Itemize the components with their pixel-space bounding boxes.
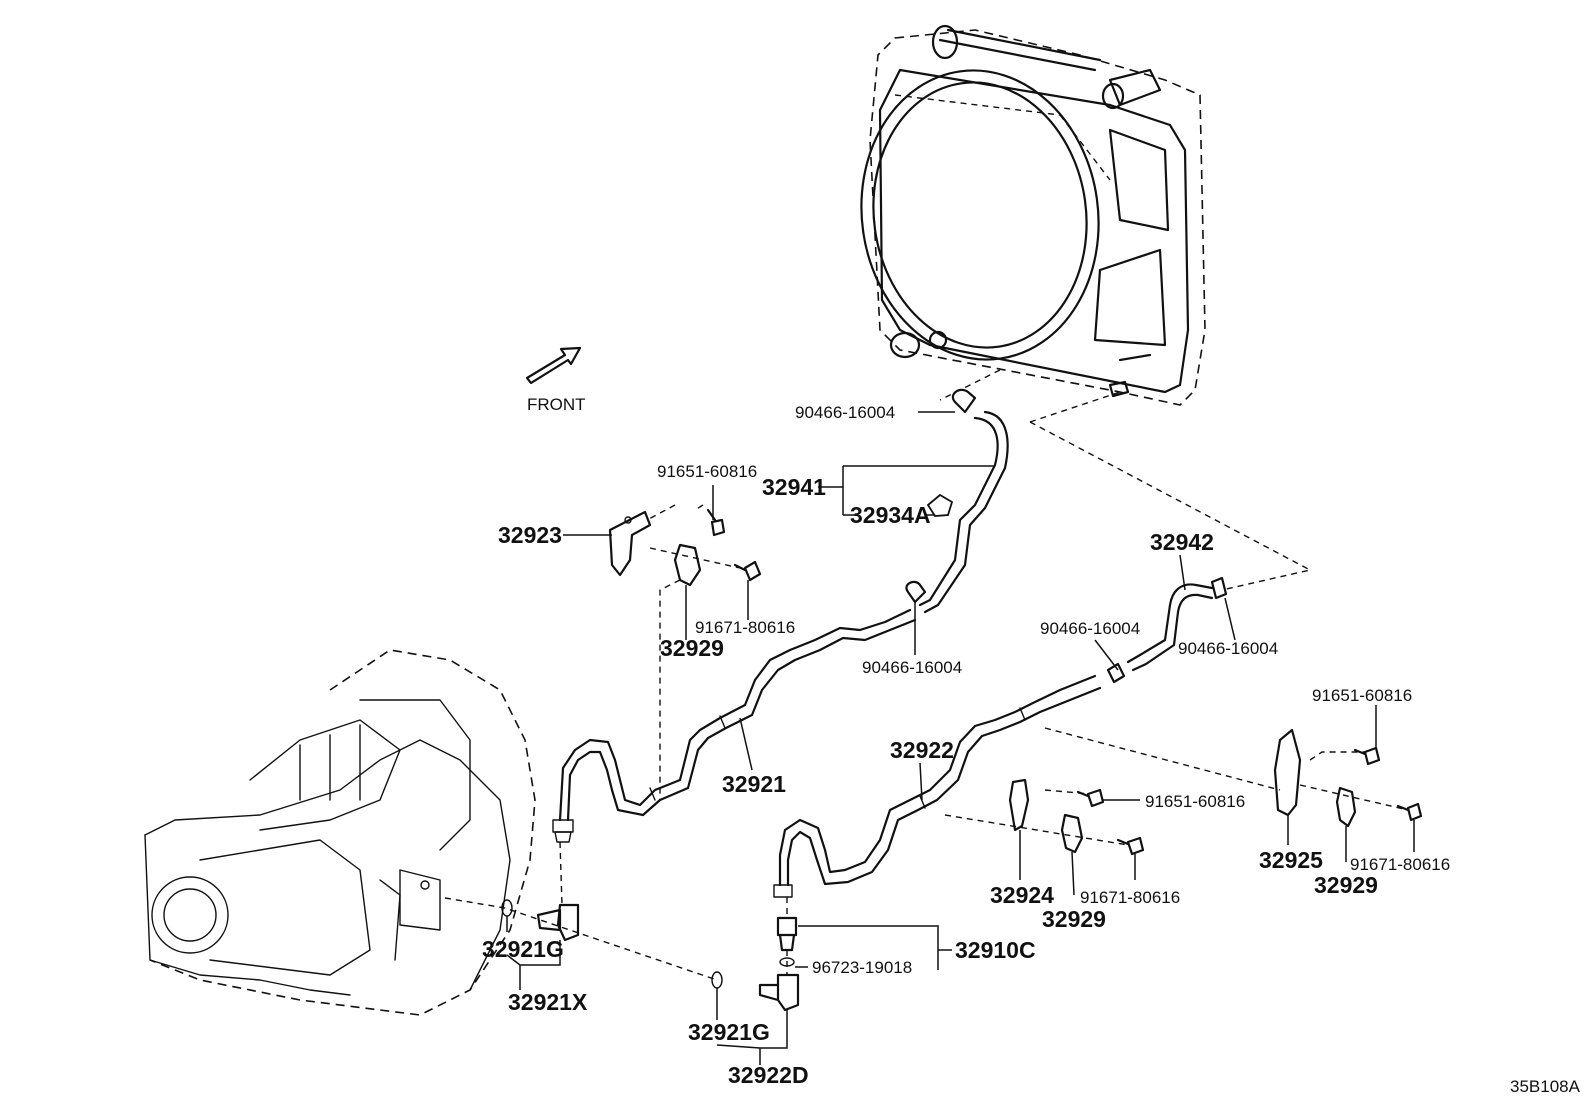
bolt-91671-center [1116,836,1145,856]
label-32921G-left: 32921G [482,936,564,962]
label-91671-center: 91671-80616 [1080,888,1180,907]
label-32934A: 32934A [850,502,931,528]
bracket-32924 [1008,778,1030,832]
label-90466-right-a: 90466-16004 [1040,619,1140,638]
part-labels: 90466-16004 32941 32934A 91651-60816 329… [482,403,1581,1096]
label-90466-top: 90466-16004 [795,403,895,422]
bracket-32923 [608,510,652,577]
bolt-91651-right [1353,746,1381,766]
clamp-32929-center [1060,813,1084,854]
label-32923: 32923 [498,522,562,548]
figure-code: 35B108A [1510,1077,1581,1096]
label-32921X: 32921X [508,989,588,1015]
union-32910C [776,916,798,952]
gasket-32921G-bottom [711,971,723,989]
label-32921G-bottom: 32921G [688,1019,770,1045]
leader-lines [506,411,1415,1065]
label-91671-right: 91671-80616 [1350,855,1450,874]
label-32922D: 32922D [728,1062,809,1088]
transmission-assembly [144,649,536,1016]
label-32942: 32942 [1150,529,1214,555]
clamp-32929-left [673,543,702,587]
tube-32922 [773,674,1102,898]
label-91671-left: 91671-80616 [695,618,795,637]
bolt-91651-center [1076,788,1105,808]
locator-lines [444,369,1409,981]
label-96723: 96723-19018 [812,958,912,977]
label-32922: 32922 [890,737,954,763]
label-91651-right: 91651-60816 [1312,686,1412,705]
clamp-90466-mid [905,580,927,604]
radiator-assembly [860,24,1206,406]
hose-32941 [918,388,1009,614]
label-32929-left: 32929 [660,635,724,661]
label-91651-left: 91651-60816 [657,462,757,481]
tube-32921 [552,608,917,843]
elbow-32922D [758,973,800,1012]
label-32921: 32921 [722,771,786,797]
label-32929-center: 32929 [1042,906,1106,932]
bolt-91671-right [1396,802,1423,822]
label-32929-right: 32929 [1314,872,1378,898]
front-arrow-icon [525,346,582,385]
label-90466-mid: 90466-16004 [862,658,962,677]
label-32910C: 32910C [955,937,1036,963]
label-32925: 32925 [1259,847,1323,873]
label-32941: 32941 [762,474,826,500]
bolt-91651-left [706,508,726,537]
bracket-32925 [1273,728,1302,817]
label-90466-right-b: 90466-16004 [1178,639,1278,658]
label-32924: 32924 [990,882,1054,908]
bolt-91671-left [733,560,762,582]
clamp-32929-right [1335,786,1357,828]
front-label: FRONT [527,395,586,414]
label-91651-center: 91651-60816 [1145,792,1245,811]
elbow-32921X [536,903,580,942]
